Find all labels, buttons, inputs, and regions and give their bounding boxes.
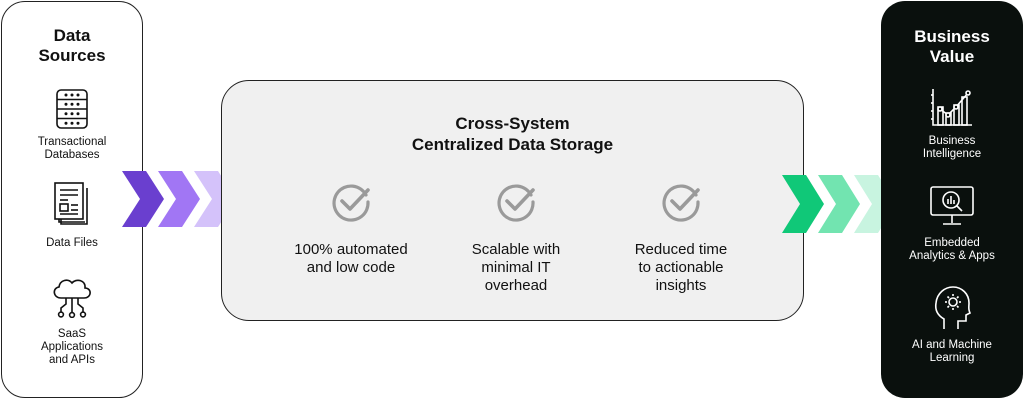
feature-reduced-time: Reduced time to actionable insights: [596, 181, 766, 295]
centralized-storage-panel: Cross-System Centralized Data Storage 10…: [221, 80, 804, 321]
feature-label-automated: 100% automated and low code: [294, 241, 408, 276]
item-label-saas-applications: SaaS Applications and APIs: [40, 328, 103, 366]
check-circle-icon: [662, 184, 700, 222]
feature-label-scalable: Scalable with minimal IT overhead: [471, 241, 561, 294]
item-label-data-files: Data Files: [46, 237, 98, 249]
green-arrow-1: [782, 175, 824, 233]
check-circle-icon: [497, 184, 535, 222]
item-label-ai-machine-learning: AI and Machine Learning: [912, 339, 992, 364]
item-label-transactional-databases: Transactional Databases: [37, 136, 107, 161]
feature-label-reduced-time: Reduced time to actionable insights: [634, 241, 728, 294]
item-label-embedded-analytics: Embedded Analytics & Apps: [909, 237, 995, 262]
check-circle-icon: [332, 184, 370, 222]
database-icon: [56, 89, 88, 129]
cloud-network-icon: [53, 279, 91, 318]
green-arrow-2: [818, 175, 860, 233]
data-sources-panel: Data Sources Transactional Databases: [1, 1, 143, 398]
business-value-title: Business Value: [914, 27, 990, 66]
data-sources-title: Data Sources: [38, 26, 106, 65]
bar-line-chart-icon: [931, 89, 972, 126]
item-label-business-intelligence: Business Intelligence: [922, 135, 982, 160]
document-files-icon: [54, 182, 88, 225]
feature-scalable: Scalable with minimal IT overhead: [431, 181, 601, 295]
purple-arrow-2: [158, 171, 200, 227]
business-value-panel: Business Value Business Intelligence: [881, 1, 1023, 398]
storage-title: Cross-System Centralized Data Storage: [411, 114, 614, 154]
monitor-analytics-icon: [930, 186, 974, 225]
feature-automated: 100% automated and low code: [266, 181, 436, 277]
purple-arrow-1: [122, 171, 164, 227]
ai-head-icon: [934, 286, 972, 329]
